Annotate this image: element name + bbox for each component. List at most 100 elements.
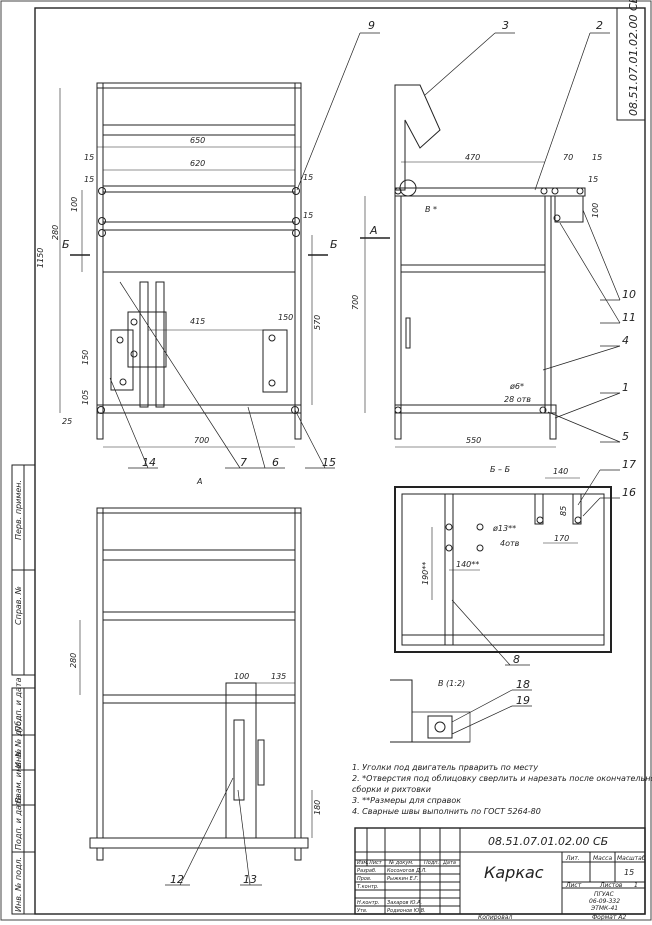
org-line-2: 06-09-332 — [589, 898, 620, 905]
balloon-5: 5 — [622, 430, 629, 443]
balloon-6: 6 — [272, 456, 279, 469]
note-4: 4. Сварные швы выполнить по ГОСТ 5264-80 — [352, 807, 541, 816]
inner-frame — [34, 7, 646, 915]
stamp-sprav-no: Справ. № — [14, 586, 23, 625]
balloon-7: 7 — [240, 456, 247, 469]
dim-15-a: 15 — [84, 153, 94, 162]
section-mark-right: Б — [330, 238, 338, 251]
row-utv-name: Родионов Ю.В. — [387, 908, 426, 914]
dim-180: 180 — [313, 800, 322, 815]
row-nkontr-name: Захаров Ю.А. — [387, 900, 422, 906]
dim-1150: 1150 — [36, 248, 45, 268]
drawing-name: Каркас — [484, 863, 544, 882]
dim-15-b: 15 — [84, 175, 94, 184]
section-view-dims: Б – Б 140 85 ø13** 4отв 170 190** 140** — [421, 465, 569, 585]
front-view-label: А — [196, 477, 202, 486]
org-line-3: ЭТМК-41 — [590, 905, 618, 912]
balloon-19: 19 — [516, 694, 530, 707]
detail-view-label: В (1:2) — [438, 679, 465, 688]
row-nkontr-role: Н.контр. — [357, 900, 379, 906]
stamp-podp-data-1: Подп. и дата — [14, 677, 23, 732]
dim-15-side-b: 15 — [588, 175, 598, 184]
row-razrab-name: Косоногов Д.Л. — [387, 868, 427, 874]
dim-190: 190** — [421, 562, 430, 585]
row-prov-name: Рыжкин Е.Г. — [387, 876, 419, 882]
balloon-1: 1 — [622, 381, 629, 394]
code-stamp-text: 08.51.07.01.02.00 СБ — [627, 0, 640, 116]
balloon-14: 14 — [142, 456, 156, 469]
side-view-dims: 470 70 15 15 100 700 550 ø6* 28 отв А В … — [351, 153, 602, 445]
dim-hole-13: ø13** — [492, 524, 516, 533]
balloon-9: 9 — [368, 19, 375, 32]
col-dokum: № докум. — [388, 860, 414, 866]
dim-4-holes: 4отв — [500, 539, 520, 548]
balloon-11: 11 — [622, 311, 636, 324]
dim-280-bottom: 280 — [69, 653, 78, 668]
col-izm: Изм. — [357, 860, 369, 866]
balloon-4: 4 — [622, 334, 629, 347]
header-massa: Масса — [593, 855, 612, 862]
copied-label: Копировал — [478, 914, 512, 921]
scale-value: 15 — [624, 868, 634, 877]
dim-15-side-a: 15 — [592, 153, 602, 162]
balloon-17: 17 — [622, 458, 636, 471]
sheets-label: Листов — [599, 882, 623, 889]
row-prov-role: Пров. — [357, 876, 372, 882]
section-view — [394, 477, 612, 653]
side-view — [360, 84, 586, 448]
note-2-cont: сборки и рихтовки — [352, 785, 431, 794]
detail-view — [390, 679, 471, 743]
dim-170: 170 — [554, 534, 569, 543]
dim-100-bottom: 100 — [234, 672, 249, 681]
stamp-inv-podl: Инв. № подл. — [14, 857, 23, 912]
row-tkontr-role: Т.контр. — [357, 884, 379, 890]
col-data: Дата — [442, 860, 456, 866]
stamp-inv-dubl: Инв. № дубл. — [14, 713, 23, 768]
balloon-12: 12 — [170, 873, 184, 886]
dim-700-front: 700 — [194, 436, 209, 445]
front-view-dims: 650 620 15 15 100 15 15 280 1150 415 150… — [36, 136, 338, 486]
title-block-text: 08.51.07.01.02.00 СБ Каркас Лит. Масса М… — [357, 835, 646, 921]
balloon-3: 3 — [502, 19, 509, 32]
dim-85: 85 — [559, 506, 568, 516]
note-3: 3. **Размеры для справок — [352, 796, 461, 805]
technical-notes: 1. Уголки под двигатель прварить по мест… — [352, 763, 652, 816]
detail-mark-v: В * — [425, 205, 437, 214]
dim-550: 550 — [466, 436, 481, 445]
bottom-view — [79, 507, 313, 861]
dim-70: 70 — [563, 153, 573, 162]
bottom-view-dims: 280 100 135 180 — [69, 653, 322, 815]
sheet-label: Лист — [565, 882, 582, 889]
col-list: Лист — [368, 860, 383, 866]
dim-105: 105 — [81, 390, 90, 405]
dim-620: 620 — [190, 159, 205, 168]
dim-470: 470 — [465, 153, 480, 162]
leader-lines — [109, 32, 621, 886]
side-stamps: Перв. примен. Справ. № Подп. и дата Инв.… — [11, 464, 36, 915]
stamp-podp-data-2: Подп. и дата — [14, 795, 23, 850]
sheets-count: 1 — [634, 882, 638, 889]
format-label: Формат А2 — [592, 914, 626, 921]
dim-150-b: 150 — [81, 350, 90, 365]
dim-700-side: 700 — [351, 295, 360, 310]
dim-280: 280 — [51, 225, 60, 240]
balloon-8: 8 — [513, 653, 520, 666]
balloon-16: 16 — [622, 486, 636, 499]
section-mark-left: Б — [62, 238, 70, 251]
front-view — [59, 82, 328, 448]
view-arrow-a: А — [369, 224, 378, 237]
stamp-vzam-inv: Взам. инв. № — [14, 749, 23, 803]
dim-150-a: 150 — [278, 313, 293, 322]
balloon-10: 10 — [622, 288, 636, 301]
stamp-perv-primen: Перв. примен. — [14, 480, 23, 540]
org-line-1: ПГУАС — [594, 891, 615, 898]
balloon-13: 13 — [243, 873, 257, 886]
dim-140-ref: 140** — [456, 560, 479, 569]
row-utv-role: Утв. — [357, 908, 368, 914]
col-podp: Подп. — [424, 860, 439, 866]
dim-28-holes: 28 отв — [504, 395, 531, 404]
balloon-15: 15 — [322, 456, 336, 469]
balloons: 2 3 9 10 11 4 1 5 6 7 14 15 8 17 16 18 1… — [142, 19, 636, 886]
